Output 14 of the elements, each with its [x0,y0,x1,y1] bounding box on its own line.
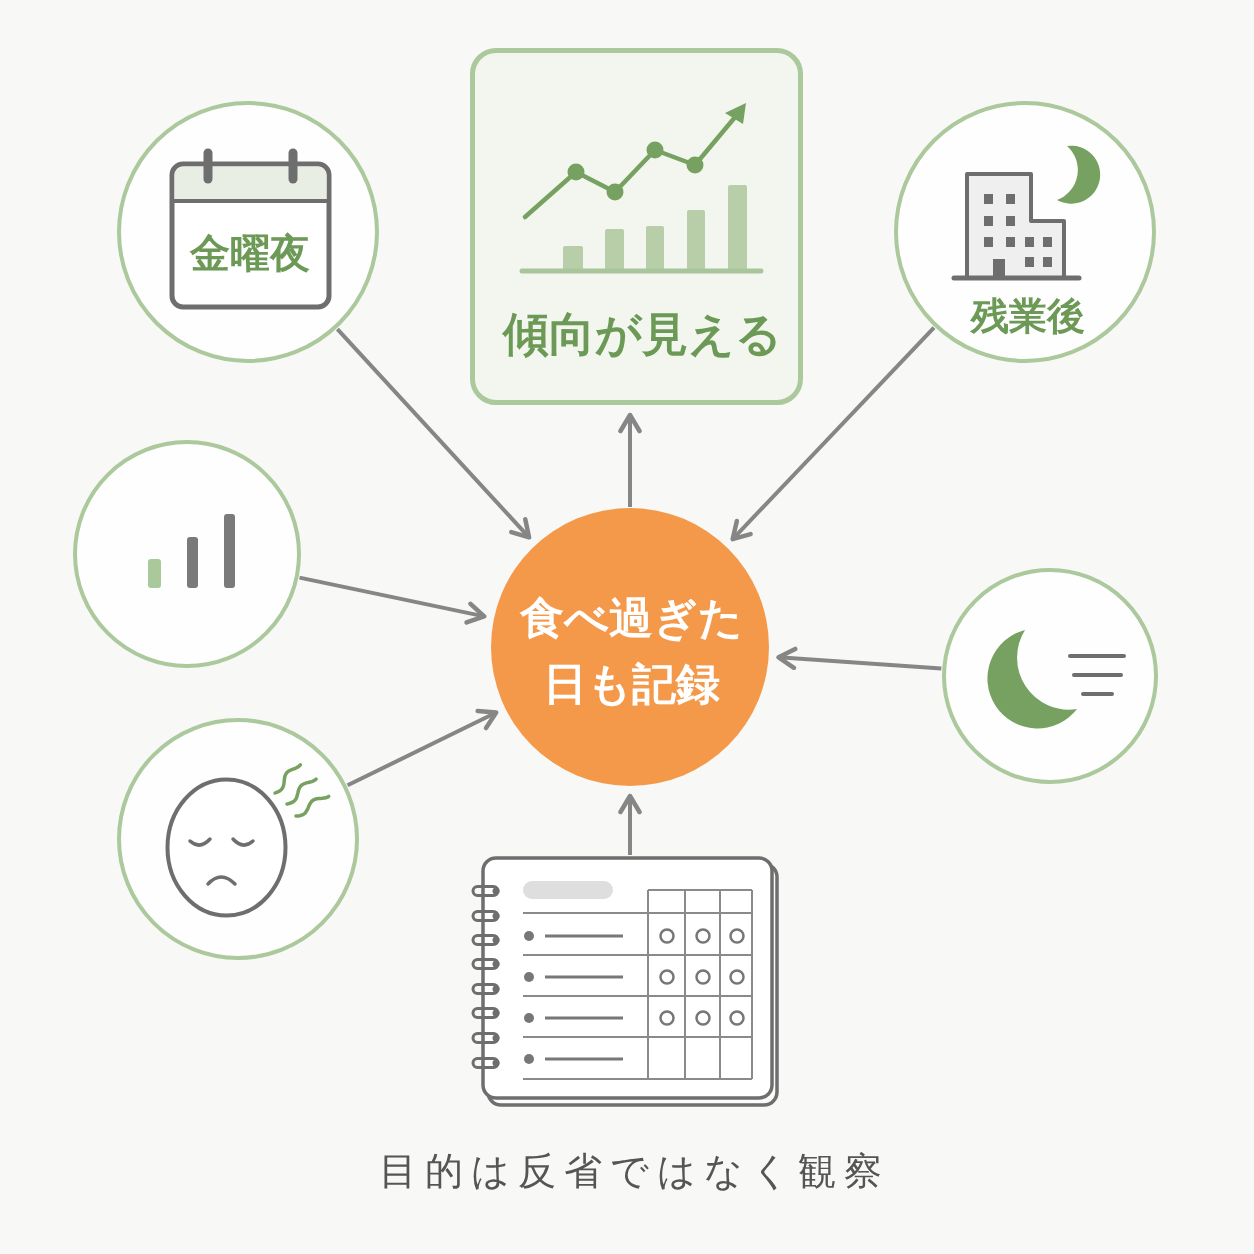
arrow [730,326,936,542]
caption: 目的は反省ではなく観察 [377,1149,890,1195]
node-label: 残業後 [971,294,1085,340]
arrow [299,575,487,625]
notebook-illustration [469,856,780,1108]
arrow [346,708,499,788]
arrow [618,412,642,507]
arrow [335,327,532,540]
chart-card [470,48,803,405]
node-label: 傾向が見える [502,307,782,363]
node-label: 食べ過ぎた日も記録 [518,591,744,711]
arrow [618,793,642,855]
node-label: 金曜夜 [190,229,310,277]
arrow [776,646,942,671]
